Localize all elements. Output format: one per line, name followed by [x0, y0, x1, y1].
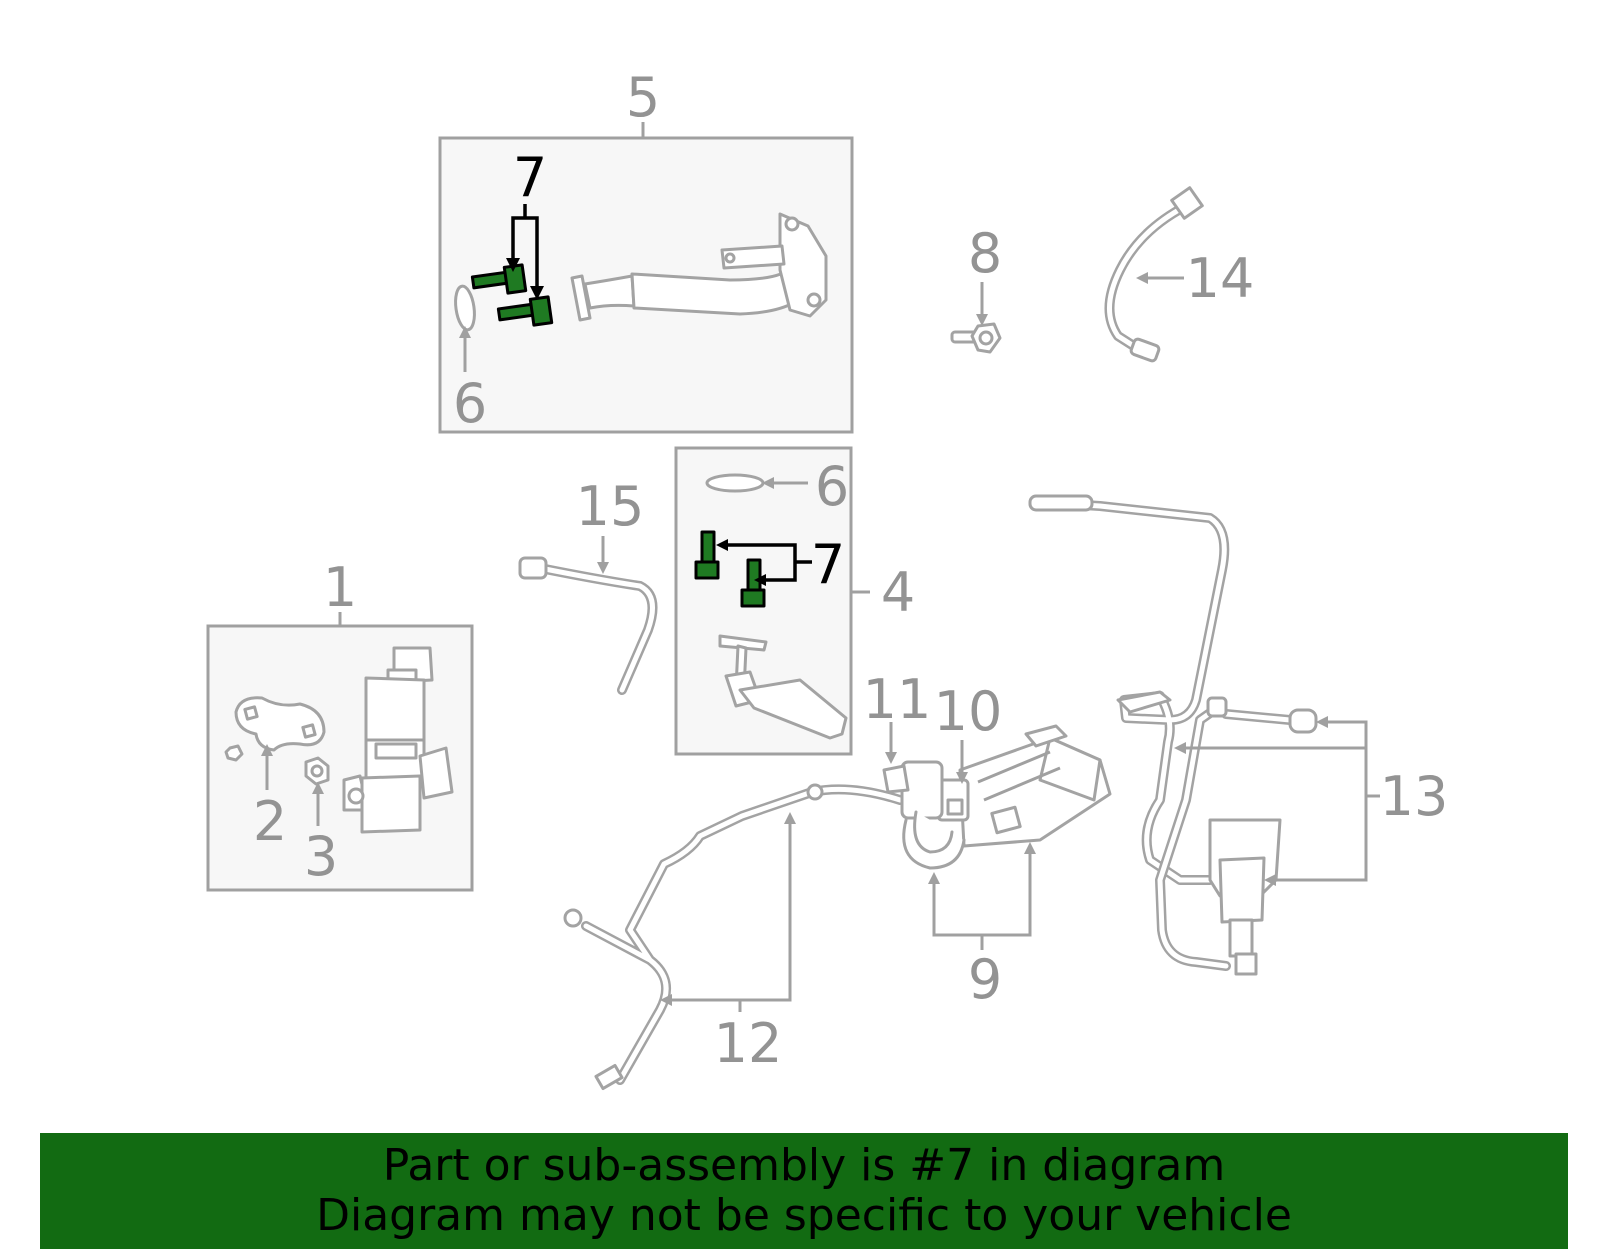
callout-2: 2: [253, 790, 287, 853]
callout-12: 12: [714, 1012, 783, 1075]
callout-15: 15: [576, 475, 645, 538]
callout-3: 3: [304, 825, 338, 888]
vent-valve-part-10: [936, 778, 970, 822]
callout-7-upper: 7: [513, 146, 547, 209]
bolt-part-7-lower-a: [694, 530, 720, 580]
sensor-part-14: [1104, 186, 1204, 363]
callout-4: 4: [881, 561, 915, 624]
vapor-hose-part-12: [563, 783, 905, 1091]
egr-tube-part: [570, 212, 828, 322]
callout-6-lower: 6: [815, 455, 849, 518]
callout-6-upper: 6: [453, 372, 487, 435]
bolt-part-7-upper-a: [470, 263, 528, 295]
callout-1: 1: [323, 556, 357, 619]
callout-5: 5: [626, 66, 660, 129]
purge-valve-part-11: [882, 760, 966, 870]
callout-9: 9: [968, 948, 1002, 1011]
banner-line-1: Part or sub-assembly is #7 in diagram: [382, 1140, 1226, 1191]
callout-8: 8: [968, 222, 1002, 285]
callout-10: 10: [934, 680, 1003, 743]
info-banner: Part or sub-assembly is #7 in diagram Di…: [40, 1133, 1568, 1249]
bolt-part-7-upper-b: [496, 295, 554, 327]
egr-pipe-part-4: [718, 634, 848, 740]
egr-valve-part: [342, 646, 454, 834]
nut-part-3: [304, 756, 330, 786]
gasket-plate-part-2: [224, 696, 326, 762]
callout-7-lower: 7: [811, 533, 845, 596]
gasket-part-6-lower: [705, 473, 765, 493]
gasket-part-6: [454, 284, 476, 332]
callout-13: 13: [1380, 765, 1449, 828]
sensor-part-15: [518, 556, 658, 695]
banner-line-2: Diagram may not be specific to your vehi…: [316, 1190, 1292, 1241]
bolt-part-7-lower-b: [740, 558, 766, 608]
charcoal-canister-part-9: [958, 724, 1112, 848]
callout-11: 11: [863, 668, 932, 731]
bolt-part-8: [950, 322, 1002, 354]
callout-14: 14: [1186, 247, 1255, 310]
leak-pump-assembly-part-13: [1028, 494, 1318, 976]
